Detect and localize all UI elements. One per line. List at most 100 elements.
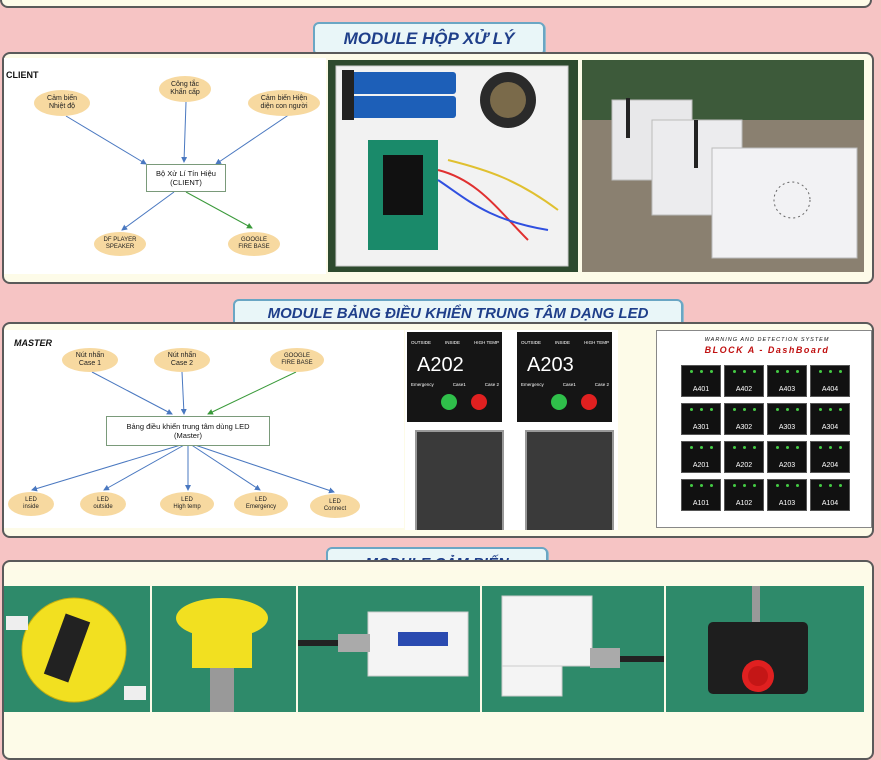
led-dot-icon: [818, 408, 822, 411]
dashboard-room-cell: A104: [810, 479, 850, 511]
panel-a203-buttons: Emergency Case1 Case 2: [521, 382, 609, 387]
processor-box-illustration: [335, 65, 569, 267]
led-dot-icon: [818, 484, 822, 487]
led-dot-icon: [785, 408, 789, 411]
room-led-indicators: [729, 446, 759, 449]
led-dot-icon: [709, 370, 713, 373]
dashboard-room-cell: A202: [724, 441, 764, 473]
led-dot-icon: [689, 408, 693, 411]
dashboard-room-label: A401: [692, 386, 710, 393]
red-button[interactable]: [471, 394, 487, 410]
room-led-indicators: [729, 484, 759, 487]
dashboard-room-cell: A103: [767, 479, 807, 511]
room-number: A202: [417, 354, 464, 376]
label-outside: OUTSIDE: [411, 340, 432, 345]
room-led-indicators: [729, 408, 759, 411]
label-emergency: Emergency: [521, 382, 544, 387]
dashboard-room-label: A302: [735, 424, 753, 431]
led-dot-icon: [838, 446, 842, 449]
led-dot-icon: [689, 370, 693, 373]
node-client-processor: Bộ Xử Lí Tín Hiệu (CLIENT): [146, 164, 226, 192]
dashboard-room-label: A203: [778, 462, 796, 469]
panel-back-wiring-2: [525, 430, 614, 530]
led-dot-icon: [689, 484, 693, 487]
label-high-temp: HIGH TEMP: [584, 340, 609, 345]
label-case1: Case1: [562, 382, 576, 387]
label-case2: Case 2: [484, 382, 499, 387]
led-dot-icon: [742, 370, 746, 373]
white-sensor-back-illustration: [501, 595, 664, 697]
dashboard-room-cell: A201: [681, 441, 721, 473]
panel-a202-buttons: Emergency Case1 Case 2: [411, 382, 499, 387]
green-button[interactable]: [441, 394, 457, 410]
led-dot-icon: [709, 446, 713, 449]
dashboard-room-cell: A301: [681, 403, 721, 435]
led-dot-icon: [838, 484, 842, 487]
dashboard-room-label: A301: [692, 424, 710, 431]
master-diagram: MASTER Nút nhấn Case 1 Nút nhấn Case 2 G…: [4, 330, 404, 528]
led-dot-icon: [732, 446, 736, 449]
dashboard-room-cell: A304: [810, 403, 850, 435]
processor-box-photo: [328, 60, 578, 272]
dashboard-room-label: A102: [735, 500, 753, 507]
top-panel-edge: [0, 0, 872, 8]
sensor-photo-5: [666, 586, 864, 712]
label-high-temp: HIGH TEMP: [474, 340, 499, 345]
dashboard-room-cell: A404: [810, 365, 850, 397]
room-led-indicators: [772, 446, 802, 449]
led-dot-icon: [775, 484, 779, 487]
room-led-indicators: [815, 408, 845, 411]
room-led-indicators: [772, 370, 802, 373]
label-case1: Case1: [452, 382, 466, 387]
led-dot-icon: [818, 446, 822, 449]
led-dot-icon: [732, 484, 736, 487]
node-master-firebase: GOOGLE FIRE BASE: [270, 348, 324, 372]
led-dot-icon: [752, 408, 756, 411]
led-panels-photo: OUTSIDE INSIDE HIGH TEMP A202 Emergency …: [405, 330, 618, 530]
green-button[interactable]: [551, 394, 567, 410]
master-arrows: [31, 371, 335, 494]
dashboard-title: BLOCK A - DashBoard: [704, 345, 830, 355]
enclosures-illustration: [582, 60, 864, 272]
led-dot-icon: [828, 446, 832, 449]
led-dot-icon: [752, 484, 756, 487]
led-dot-icon: [775, 446, 779, 449]
dashboard-room-label: A201: [692, 462, 710, 469]
label-case2: Case 2: [594, 382, 609, 387]
led-dot-icon: [785, 446, 789, 449]
red-button[interactable]: [581, 394, 597, 410]
label-inside: INSIDE: [445, 340, 461, 345]
label-outside: OUTSIDE: [521, 340, 542, 345]
room-led-indicators: [729, 370, 759, 373]
master-label: MASTER: [14, 338, 52, 348]
node-led-outside: LED outside: [80, 492, 126, 516]
white-sensor-illustration: [298, 611, 469, 677]
sensor-photo-1: [4, 586, 150, 712]
sensor-photo-2: [152, 586, 296, 712]
led-dot-icon: [709, 408, 713, 411]
client-arrows: [65, 101, 291, 231]
led-dot-icon: [709, 484, 713, 487]
room-led-indicators: [815, 484, 845, 487]
dashboard-room-cell: A401: [681, 365, 721, 397]
room-led-indicators: [686, 484, 716, 487]
led-dot-icon: [775, 370, 779, 373]
node-google-firebase: GOOGLE FIRE BASE: [228, 232, 280, 256]
node-df-player: DF PLAYER SPEAKER: [94, 232, 146, 256]
sensor-photo-4: [482, 586, 664, 712]
dashboard-room-label: A404: [821, 386, 839, 393]
emergency-button-box-illustration: [708, 586, 808, 694]
device-enclosures-photo: [582, 60, 864, 272]
panel-a203: OUTSIDE INSIDE HIGH TEMP A203 Emergency …: [517, 332, 612, 422]
node-button-case1: Nút nhấn Case 1: [62, 348, 118, 372]
led-dot-icon: [838, 408, 842, 411]
client-diagram: CLIENT Cảm biến Nhiệt độ Công tắc Khẩn c…: [4, 58, 326, 274]
panel-a202: OUTSIDE INSIDE HIGH TEMP A202 Emergency …: [407, 332, 502, 422]
client-label: CLIENT: [6, 70, 39, 80]
led-dot-icon: [818, 370, 822, 373]
led-dot-icon: [785, 484, 789, 487]
dashboard-photo: WARNING AND DETECTION SYSTEM BLOCK A - D…: [656, 330, 872, 528]
label-inside: INSIDE: [555, 340, 571, 345]
led-dot-icon: [828, 370, 832, 373]
dashboard-header: WARNING AND DETECTION SYSTEM: [704, 337, 830, 343]
